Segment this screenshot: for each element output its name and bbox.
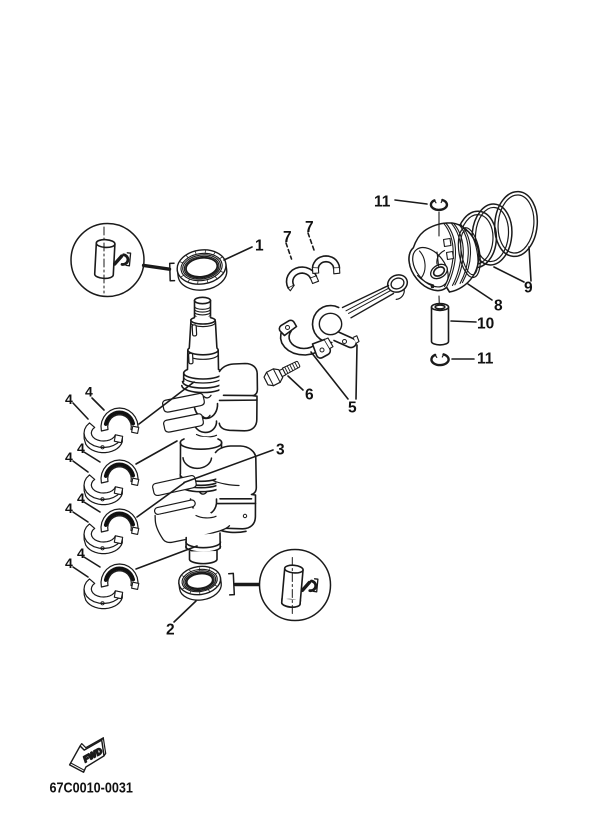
svg-text:4: 4 bbox=[65, 555, 73, 571]
svg-text:4: 4 bbox=[77, 440, 85, 456]
svg-text:5: 5 bbox=[348, 400, 357, 417]
svg-text:2: 2 bbox=[166, 622, 175, 639]
svg-text:7: 7 bbox=[305, 219, 314, 236]
svg-text:6: 6 bbox=[305, 387, 314, 404]
svg-text:4: 4 bbox=[65, 391, 73, 407]
svg-text:4: 4 bbox=[65, 500, 73, 516]
svg-text:4: 4 bbox=[77, 545, 85, 561]
svg-text:1: 1 bbox=[255, 238, 264, 255]
svg-text:9: 9 bbox=[524, 280, 533, 297]
svg-text:67C0010-0031: 67C0010-0031 bbox=[50, 780, 134, 796]
svg-text:11: 11 bbox=[477, 351, 494, 368]
svg-text:4: 4 bbox=[77, 490, 85, 506]
svg-text:4: 4 bbox=[85, 384, 93, 400]
svg-text:7: 7 bbox=[283, 229, 292, 246]
svg-text:8: 8 bbox=[494, 298, 503, 315]
svg-text:3: 3 bbox=[276, 442, 285, 459]
svg-text:11: 11 bbox=[374, 194, 391, 211]
svg-text:4: 4 bbox=[65, 449, 73, 465]
svg-text:10: 10 bbox=[477, 316, 494, 333]
